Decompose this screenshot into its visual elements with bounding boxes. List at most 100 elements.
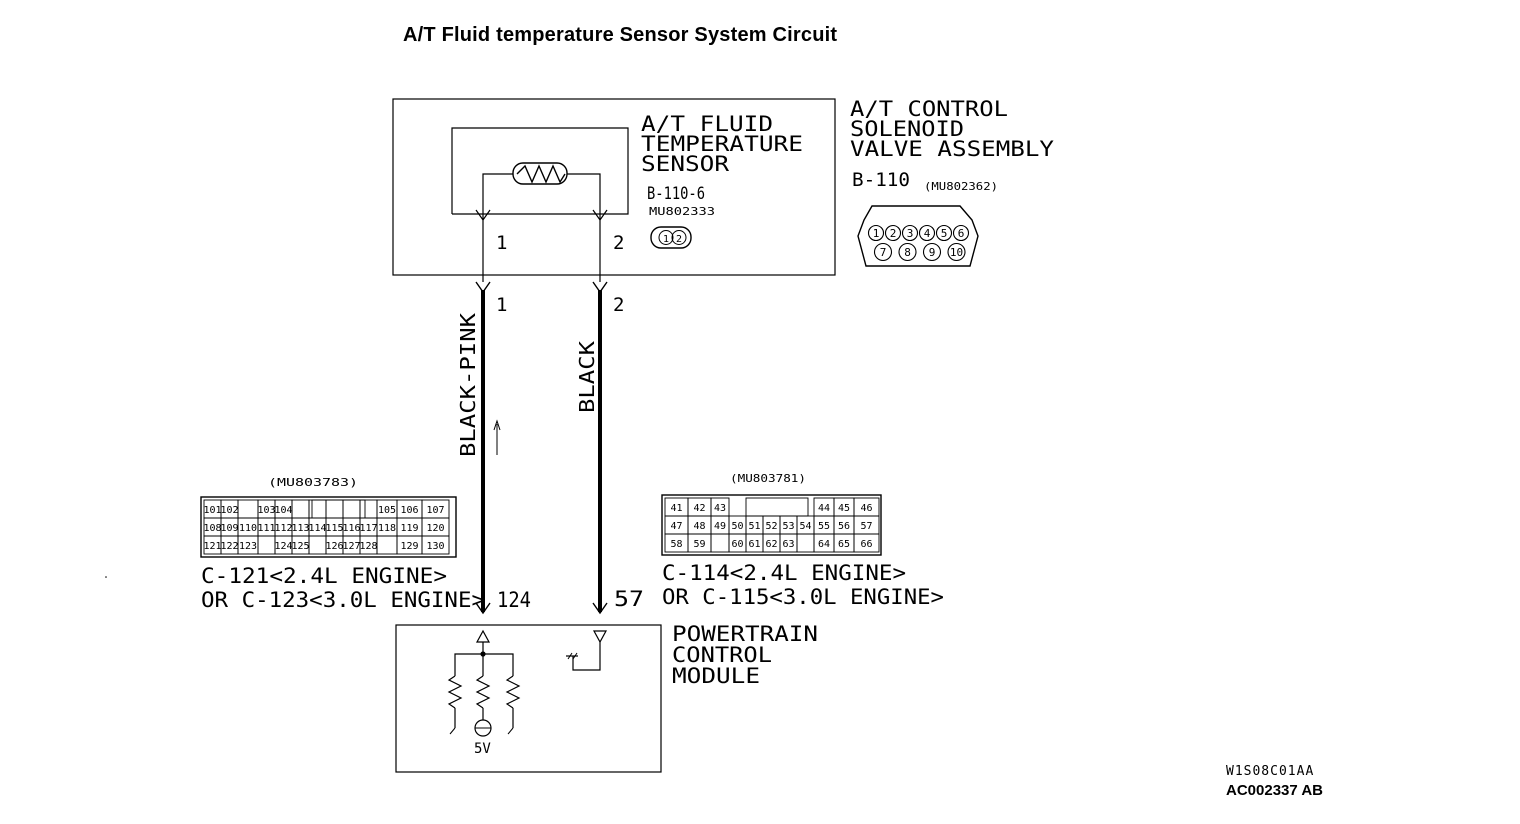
connector-cell — [376, 535, 398, 555]
harness-pin-label-2: 2 — [613, 294, 624, 316]
assembly-pin — [901, 224, 919, 242]
reference-code: W1S08C01AA — [1226, 764, 1315, 779]
assembly-pin — [873, 242, 893, 262]
connector-cell — [421, 535, 450, 555]
assembly-pin — [898, 242, 917, 262]
connector-pin-number: 117 — [359, 523, 377, 534]
sensor-loop — [451, 127, 629, 215]
connector-pin-number: 114 — [308, 523, 326, 534]
connector-pin-number: 104 — [274, 505, 292, 516]
connector-pin-number: 50 — [731, 521, 743, 532]
connector-pin-number: 54 — [799, 521, 811, 532]
connector-cell — [291, 499, 310, 519]
connector-pin-number: 116 — [342, 523, 360, 534]
assembly-pin — [952, 224, 970, 242]
left-connector-label-line: C-121<2.4L ENGINE> — [201, 564, 447, 588]
connector-cell — [308, 499, 327, 519]
connector-pin-number: 121 — [203, 541, 221, 552]
thermistor-zigzag — [516, 164, 566, 184]
connector-pin-number: 44 — [818, 503, 830, 514]
assembly-pin-number: 5 — [941, 227, 948, 240]
connector-pin-number: 113 — [291, 523, 309, 534]
right-connector-part-number: (MU803781) — [730, 472, 806, 485]
assembly-pin-number: 10 — [950, 246, 963, 259]
connector-pin-number: 107 — [426, 505, 444, 516]
terminal-triangle-up-icon — [475, 629, 491, 643]
assembly-pin — [935, 224, 953, 242]
assembly-pin-number: 1 — [873, 227, 880, 240]
connector-pin-number: 55 — [818, 521, 830, 532]
sensor-name-line: TEMPERATURE — [641, 132, 803, 156]
assembly-pin-number: 8 — [904, 246, 911, 259]
harness-pin-label-1: 1 — [496, 294, 507, 316]
connector-pin-number: 63 — [782, 539, 794, 550]
right-connector-face — [661, 494, 882, 556]
connector-pin-number: 102 — [220, 505, 238, 516]
assembly-pin-number: 7 — [880, 246, 887, 259]
wire-color-black-pink: BLACK-PINK — [456, 313, 480, 457]
connector-cell — [359, 499, 378, 519]
connector-pin-number: 43 — [714, 503, 726, 514]
connector-pin-number: 59 — [693, 539, 705, 550]
connector-pin-number: 123 — [239, 541, 257, 552]
connector-pin-number: 106 — [400, 505, 418, 516]
assembly-name-line: SOLENOID — [850, 117, 964, 141]
connector-pin-number: 129 — [400, 541, 418, 552]
assembly-connector-id: B-110 — [852, 169, 910, 191]
thermistor-lead-left — [482, 173, 513, 220]
pcm-terminal-57: 57 — [614, 587, 644, 611]
connector-pin-number: 46 — [860, 503, 872, 514]
sensor-pin-label-1: 1 — [496, 232, 507, 254]
connector-pin-number: 41 — [670, 503, 682, 514]
left-connector-label-line: OR C-123<3.0L ENGINE> — [201, 588, 485, 612]
pcm-name-line: CONTROL — [672, 643, 772, 667]
connector-pin-number: 51 — [748, 521, 760, 532]
connector-pin-number: 56 — [838, 521, 850, 532]
connector-pin-number: 112 — [274, 523, 292, 534]
connector-pin-number: 111 — [257, 523, 275, 534]
connector-pin-number: 110 — [239, 523, 257, 534]
current-arrowhead — [493, 419, 501, 431]
pcm-supply-voltage: 5V — [474, 741, 491, 757]
assembly-pin — [867, 224, 885, 242]
connector-cell — [308, 535, 327, 555]
terminal-triangle-down-icon — [592, 630, 608, 644]
connector-pin-number: 58 — [670, 539, 682, 550]
assembly-pin — [922, 242, 942, 262]
connector-cell — [325, 499, 344, 519]
connector-key-block — [745, 497, 809, 517]
diagram-title: A/T Fluid temperature Sensor System Circ… — [403, 24, 838, 46]
pcm-enclosure — [395, 624, 662, 773]
connector-pin-number: 105 — [378, 505, 396, 516]
pcm-terminal-124: 124 — [497, 588, 531, 612]
connector-pin-number: 127 — [342, 541, 360, 552]
assembly-pin — [947, 242, 966, 262]
connector-cell — [257, 535, 276, 555]
pin-chevron-icon — [475, 602, 491, 615]
sensor-connector-pin: 2 — [676, 234, 682, 245]
connector-pin-number: 119 — [400, 523, 418, 534]
connector-cell — [853, 533, 880, 553]
pin-chevron-icon — [592, 602, 608, 615]
left-connector-face — [200, 496, 457, 558]
sensor-connector-pin: 1 — [663, 234, 669, 245]
assembly-name-line: VALVE ASSEMBLY — [850, 137, 1054, 161]
resistor-icon — [505, 675, 521, 709]
assembly-pin — [884, 224, 902, 242]
connector-cell — [237, 499, 259, 519]
pcm-name-line: POWERTRAIN — [672, 622, 818, 646]
resistor-icon — [447, 675, 463, 709]
sensor-name-line: A/T FLUID — [641, 112, 773, 136]
connector-pin-number: 45 — [838, 503, 850, 514]
connector-pin-number: 42 — [693, 503, 705, 514]
assembly-pin-number: 2 — [890, 227, 897, 240]
connector-pin-number: 61 — [748, 539, 760, 550]
assembly-pin-number: 6 — [958, 227, 965, 240]
connector-pin-number: 108 — [203, 523, 221, 534]
sensor-pin-label-2: 2 — [613, 232, 624, 254]
connector-pin-number: 115 — [325, 523, 343, 534]
right-connector-label-line: OR C-115<3.0L ENGINE> — [662, 585, 944, 609]
wire-color-black: BLACK — [575, 341, 599, 413]
sensor-connector-icon — [650, 226, 692, 249]
